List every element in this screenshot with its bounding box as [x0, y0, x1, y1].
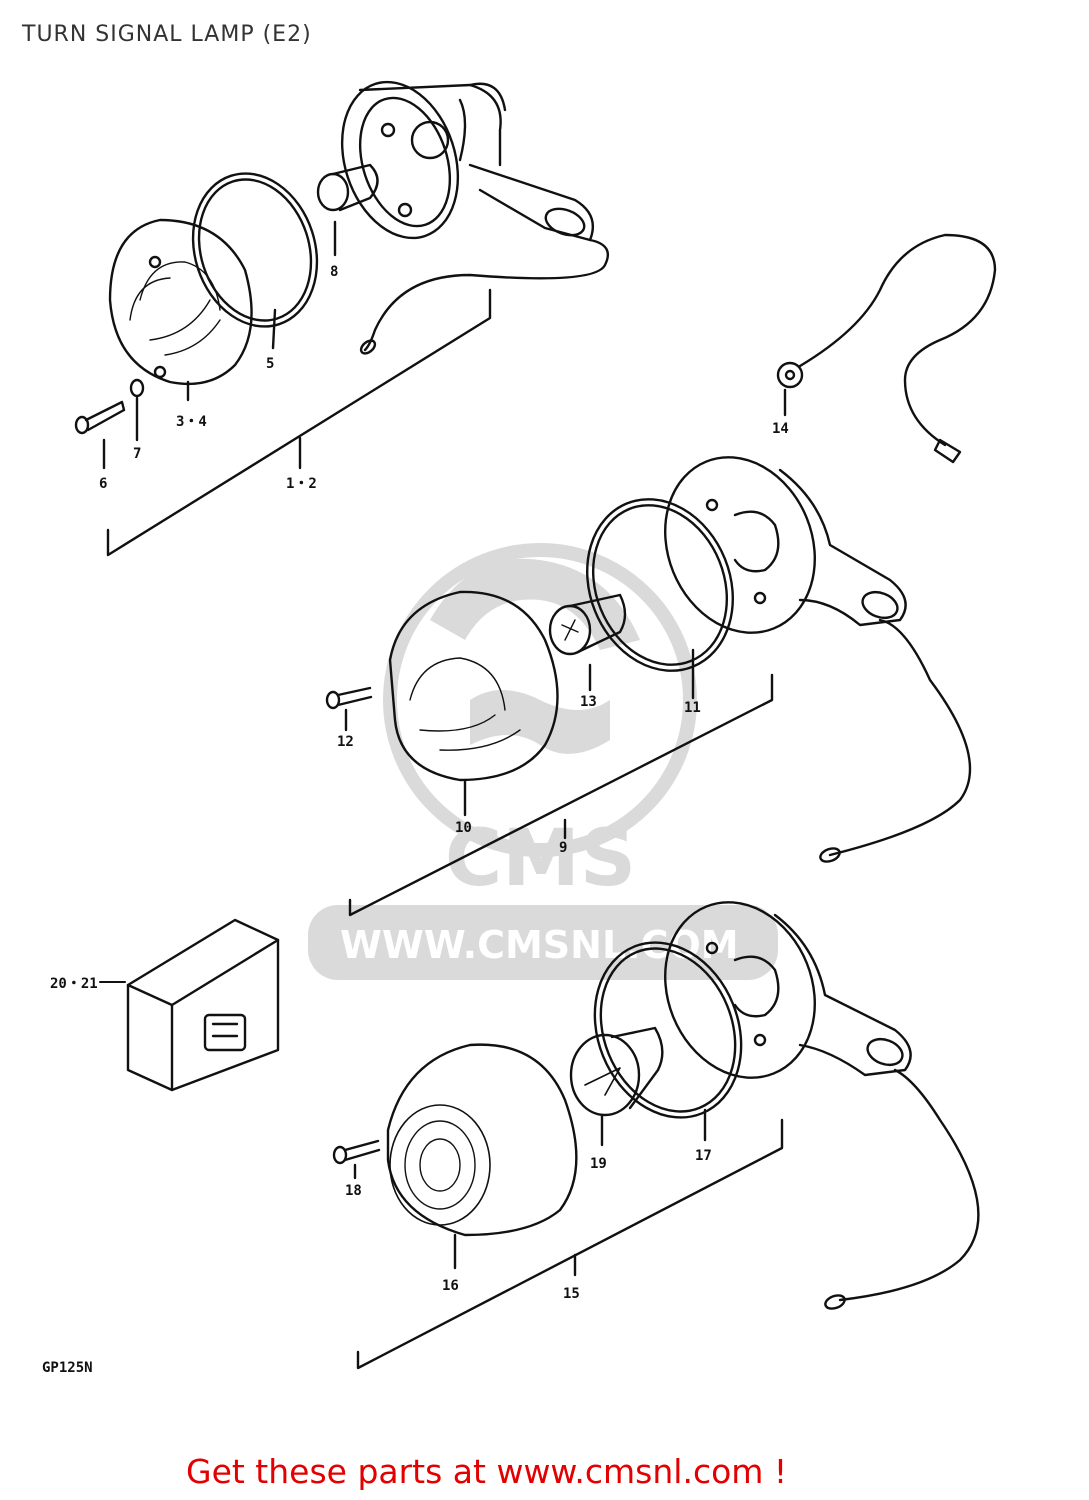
lamp-housing-top: [340, 80, 595, 242]
callout-13: 13: [580, 694, 597, 710]
screw-12: [325, 686, 373, 710]
part-callouts: 1・2 3・4 5 6 7 8 9 10 11 12 13 14 15 16 1…: [42, 264, 789, 1376]
lens-16: [386, 1043, 578, 1237]
diagram-title: TURN SIGNAL LAMP (E2): [22, 22, 312, 47]
callout-20-21: 20・21: [50, 976, 98, 992]
callout-14: 14: [772, 421, 789, 437]
flasher-relay-20-21: [99, 918, 280, 1092]
bracket-1-2: [106, 288, 492, 557]
watermark-logo: CMS: [445, 814, 636, 904]
lamp-housing-bottom: [664, 901, 912, 1079]
callout-19: 19: [590, 1156, 607, 1172]
gasket-17: [593, 941, 743, 1119]
callout-8: 8: [330, 264, 338, 280]
wiring-harness-14: [776, 233, 997, 464]
callout-9: 9: [559, 840, 567, 856]
lamp-housing-middle: [664, 456, 907, 634]
turn-signal-lamp-middle: [325, 456, 972, 917]
callout-16: 16: [442, 1278, 459, 1294]
callout-3-4: 3・4: [176, 414, 207, 430]
gasket-5: [191, 172, 319, 328]
callout-12: 12: [337, 734, 354, 750]
bracket-9: [348, 673, 774, 917]
bulb-13: [548, 593, 627, 656]
callout-5: 5: [266, 356, 274, 372]
callout-18: 18: [345, 1183, 362, 1199]
callout-11: 11: [684, 700, 701, 716]
cmsnl-link[interactable]: Get these parts at www.cmsnl.com !: [186, 1452, 788, 1491]
turn-signal-lamp-bottom: [332, 901, 980, 1370]
wire-top: [363, 238, 610, 352]
washer-7: [129, 378, 145, 398]
callout-17: 17: [695, 1148, 712, 1164]
callout-7: 7: [133, 446, 141, 462]
screw-18: [332, 1139, 381, 1165]
turn-signal-lamp-top: [74, 80, 610, 557]
bracket-15: [356, 1118, 784, 1370]
footer-parts-link[interactable]: Get these parts at www.cmsnl.com !: [186, 1452, 787, 1491]
bulb-8: [316, 163, 379, 212]
model-code: GP125N: [42, 1360, 93, 1376]
wire-middle: [828, 618, 972, 857]
callout-6: 6: [99, 476, 107, 492]
screw-6: [74, 400, 126, 435]
lens-3-4: [108, 218, 253, 386]
callout-1-2: 1・2: [286, 476, 317, 492]
wire-bottom: [838, 1068, 980, 1302]
lens-10: [388, 590, 559, 782]
callout-10: 10: [455, 820, 472, 836]
bulb-19: [569, 1026, 664, 1117]
callout-15: 15: [563, 1286, 580, 1302]
cmsnl-watermark: CMS WWW.CMSNL.COM: [308, 543, 778, 980]
